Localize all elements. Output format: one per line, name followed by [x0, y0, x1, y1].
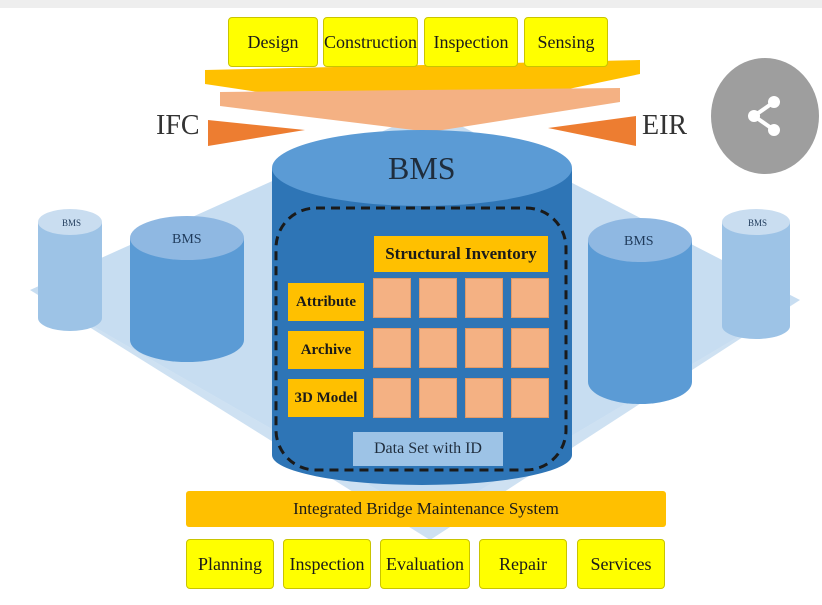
medium-cylinder-right: [588, 218, 692, 404]
output-inspection-box: Inspection: [283, 539, 371, 589]
integrated-system-bar: Integrated Bridge Maintenance System: [186, 491, 666, 527]
grid-cell: [465, 378, 503, 418]
input-construction-box: Construction: [323, 17, 418, 67]
output-services-box: Services: [577, 539, 665, 589]
row-archive-label: Archive: [288, 331, 364, 369]
eir-arrow: [548, 116, 636, 146]
input-design-box: Design: [228, 17, 318, 67]
grid-cell: [465, 328, 503, 368]
grid-cell: [465, 278, 503, 318]
small-cylinder-right: [722, 209, 790, 339]
output-planning-box: Planning: [186, 539, 274, 589]
eir-label: EIR: [642, 110, 688, 141]
peach-band: [220, 88, 620, 132]
row-attribute-label: Attribute: [288, 283, 364, 321]
grid-cell: [373, 328, 411, 368]
grid-cell: [511, 378, 549, 418]
input-inspection-box: Inspection: [424, 17, 518, 67]
output-repair-box: Repair: [479, 539, 567, 589]
yellow-band: [205, 60, 640, 118]
medium-cylinder-left: [130, 216, 244, 362]
grid-cell: [419, 378, 457, 418]
grid-cell: [373, 278, 411, 318]
ifc-arrow: [208, 120, 305, 146]
structural-inventory-header: Structural Inventory: [374, 236, 548, 272]
grid-cell: [373, 378, 411, 418]
grid-cell: [419, 328, 457, 368]
small-left-bms-label: BMS: [62, 218, 82, 228]
row-3d-model-label: 3D Model: [288, 379, 364, 417]
ifc-label: IFC: [156, 110, 200, 141]
grid-cell: [511, 278, 549, 318]
small-cylinder-left: [38, 209, 102, 331]
dataset-boundary: [274, 206, 568, 472]
share-icon: [748, 96, 780, 136]
output-evaluation-box: Evaluation: [380, 539, 470, 589]
grid-cell: [511, 328, 549, 368]
dataset-label: Data Set with ID: [353, 432, 503, 466]
central-bms-title: BMS: [388, 150, 456, 186]
grid-cell: [419, 278, 457, 318]
medium-left-bms-label: BMS: [172, 232, 202, 247]
small-right-bms-label: BMS: [748, 218, 768, 228]
top-divider: [0, 0, 822, 8]
medium-right-bms-label: BMS: [624, 234, 654, 249]
share-button[interactable]: [711, 58, 819, 174]
input-sensing-box: Sensing: [524, 17, 608, 67]
